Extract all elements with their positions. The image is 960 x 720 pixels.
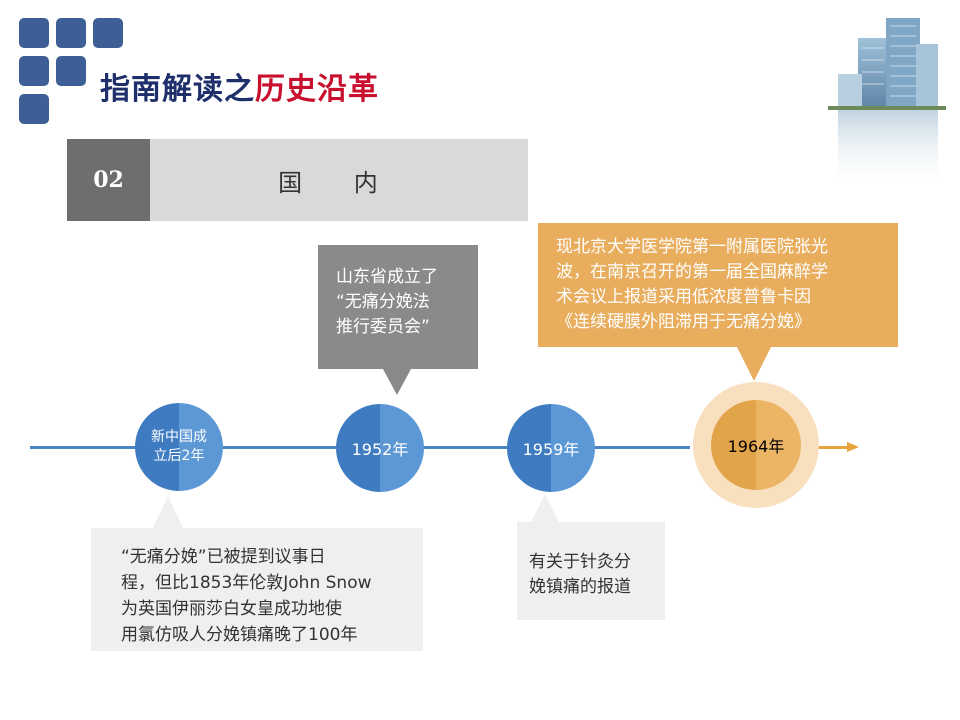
callout-line: 用氯仿吸人分娩镇痛晚了100年 [121,625,358,645]
section-number: 02 [67,139,150,221]
callout-line: 山东省成立了 [336,267,438,287]
callout-line: 术会议上报道采用低浓度普鲁卡因 [556,287,811,307]
callout-pointer [531,494,559,522]
callout-1951: “无痛分娩”已被提到议事日 程，但比1853年伦敦John Snow 为英国伊丽… [91,496,423,651]
page-title: 指南解读之历史沿革 [100,64,379,108]
callout-line: 有关于针灸分 [529,552,631,572]
callout-line: 波，在南京召开的第一届全国麻醉学 [556,262,828,282]
node-label: 1959年 [522,440,580,459]
callout-1952: 山东省成立了 “无痛分娩法 推行委员会” [318,245,478,395]
node-label-line: 新中国成 [151,429,207,445]
callout-line: “无痛分娩法 [336,292,430,312]
callout-line: “无痛分娩”已被提到议事日 [121,547,326,567]
callout-pointer [737,347,771,381]
callout-1964: 现北京大学医学院第一附属医院张光 波，在南京召开的第一届全国麻醉学 术会议上报道… [538,223,898,381]
callout-line: 《连续硬膜外阻滞用于无痛分娩》 [556,312,811,332]
callout-line: 程，但比1853年伦敦John Snow [121,573,372,593]
callout-line: 为英国伊丽莎白女皇成功地使 [121,599,342,619]
node-label: 1964年 [727,437,785,456]
node-label-line: 立后2年 [153,448,205,464]
callout-1959: 有关于针灸分 娩镇痛的报道 [517,494,665,620]
callout-line: 娩镇痛的报道 [529,577,631,597]
callout-line: 推行委员会” [336,317,430,337]
page-title-prefix: 指南解读之 [100,72,255,107]
timeline-arrow-icon [847,442,859,452]
timeline-node-1959: 1959年 [507,404,595,492]
timeline-axis-extension [800,446,850,449]
building-image [828,18,946,190]
node-label: 1952年 [351,440,409,459]
callout-pointer [383,369,411,395]
timeline-node-1951: 新中国成 立后2年 [135,403,223,491]
section-title: 国 内 [150,139,528,221]
callout-pointer [153,496,183,528]
callout-line: 现北京大学医学院第一附属医院张光 [556,237,828,257]
timeline-node-1964: 1964年 [711,400,801,490]
timeline-node-1952: 1952年 [336,404,424,492]
page-title-highlight: 历史沿革 [255,72,379,107]
